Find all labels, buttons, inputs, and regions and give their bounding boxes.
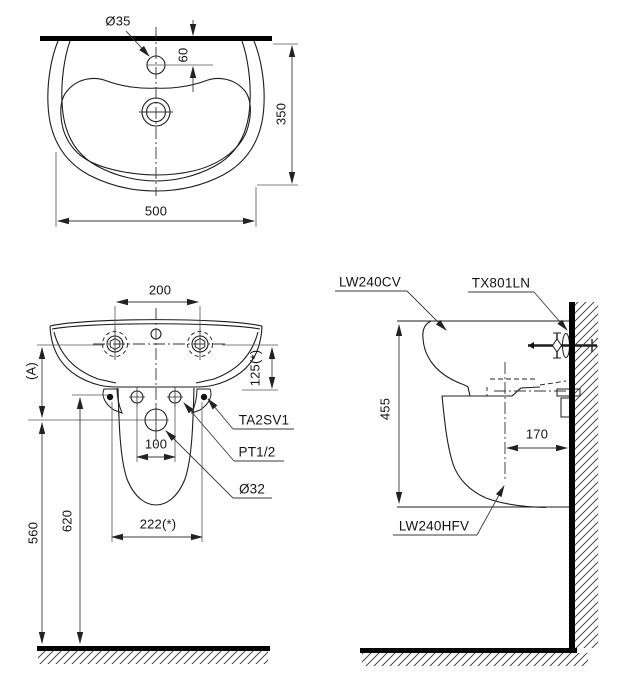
dim-drain-height: 560 xyxy=(25,521,41,545)
leader-drain xyxy=(165,430,234,499)
leader-supply xyxy=(183,402,235,462)
dim-faucet-offset: 60 xyxy=(175,47,191,63)
side-view xyxy=(335,290,598,666)
basin-bowl-outline xyxy=(60,77,251,176)
dim-supply-spacing: 100 xyxy=(144,436,168,452)
dim-rim-to-mount: 125(*) xyxy=(247,349,263,387)
wall-hatch xyxy=(575,302,598,648)
dim-pedestal-bolt-spacing: 222(*) xyxy=(139,516,177,532)
pedestal-side-profile xyxy=(441,395,547,509)
basin-side-profile xyxy=(422,320,541,397)
dim-faucet-hole-diameter: Ø35 xyxy=(105,13,131,29)
pedestal-front-outline xyxy=(117,387,195,506)
leader-lavatory xyxy=(406,290,447,331)
label-faucet-model: TX801LN xyxy=(471,275,531,291)
wing-bracket-left xyxy=(102,388,123,414)
drain-hole-front xyxy=(144,404,169,437)
floor-line-side xyxy=(360,648,577,653)
label-fixing-bolt: TA2SV1 xyxy=(238,412,290,428)
leader-pedestal xyxy=(476,485,505,536)
supply-hole-left xyxy=(129,387,145,407)
dim-trap-offset: 170 xyxy=(525,426,549,442)
leader-faucet-diameter xyxy=(125,30,150,57)
label-pedestal-model: LW240HFV xyxy=(398,518,470,534)
basin-front-accent-right xyxy=(195,331,259,384)
basin-front-accent-left xyxy=(53,331,117,384)
supply-hole-right xyxy=(167,387,183,407)
wing-bolt-right xyxy=(200,393,208,401)
dim-basin-depth: 350 xyxy=(273,102,289,126)
label-lavatory-model: LW240CV xyxy=(339,274,401,290)
dim-rim-to-drain: (A) xyxy=(23,362,39,380)
front-view xyxy=(28,298,294,664)
leader-fixing-bolt xyxy=(207,398,234,430)
wing-bolt-left xyxy=(106,393,114,401)
leader-faucet xyxy=(533,291,568,331)
label-drain-diameter: Ø32 xyxy=(238,481,266,497)
top-view xyxy=(40,20,298,227)
label-supply-thread: PT1/2 xyxy=(238,444,276,460)
wing-bracket-right xyxy=(191,388,212,414)
floor-line-front xyxy=(37,646,270,651)
dim-mount-height: 620 xyxy=(59,509,75,533)
dim-basin-width: 500 xyxy=(144,203,168,219)
floor-hatch-side xyxy=(362,653,588,666)
dim-unit-height: 455 xyxy=(377,397,393,421)
dim-mount-hole-spacing: 200 xyxy=(148,282,172,298)
basin-front-top-edge xyxy=(49,319,263,327)
wall-line-side xyxy=(569,302,575,652)
floor-hatch-front xyxy=(38,651,268,664)
